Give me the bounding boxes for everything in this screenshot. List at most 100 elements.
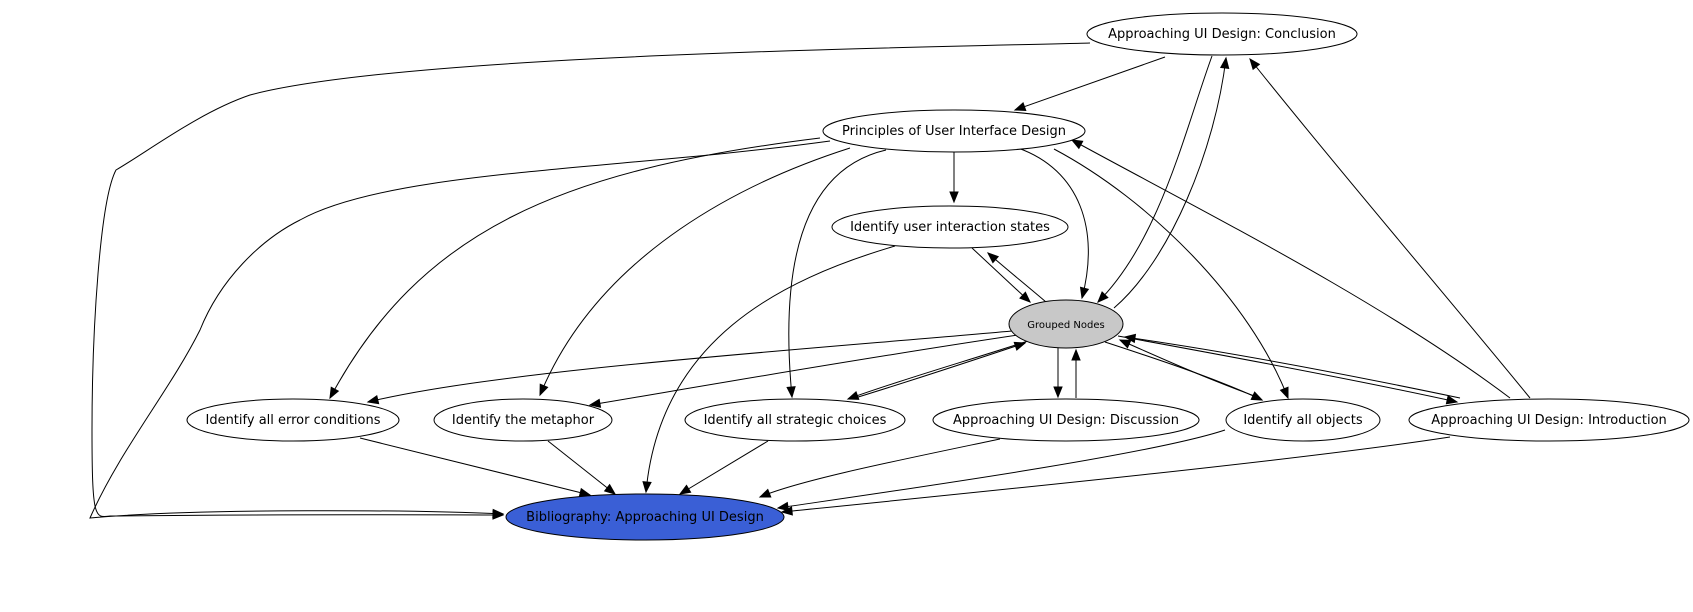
nodes-layer: Approaching UI Design: ConclusionPrincip… xyxy=(186,12,1690,541)
node-label: Identify all objects xyxy=(1243,413,1363,428)
edge-line xyxy=(1014,56,1166,111)
edge-line xyxy=(781,436,1451,513)
node-grouped[interactable]: Grouped Nodes xyxy=(1008,299,1124,349)
node-discussion[interactable]: Approaching UI Design: Discussion xyxy=(932,398,1200,442)
edge-line xyxy=(788,149,887,398)
arrowhead xyxy=(329,386,340,400)
arrowhead xyxy=(492,508,505,519)
arrowhead xyxy=(1250,391,1264,401)
edge-grouped-to-error_conditions xyxy=(366,330,1013,405)
node-ellipse xyxy=(831,205,1069,249)
edge-line xyxy=(1097,55,1213,303)
edge-line xyxy=(359,437,591,496)
edge-objects-to-bibliography xyxy=(776,429,1226,512)
arrowhead xyxy=(1070,139,1084,150)
edge-line xyxy=(1117,335,1458,403)
node-ellipse xyxy=(684,398,906,442)
arrowhead xyxy=(588,398,602,408)
arrowhead xyxy=(1219,56,1230,70)
edge-principles-to-objects xyxy=(1053,148,1289,400)
edge-grouped-to-conclusion xyxy=(1113,56,1230,309)
arrowhead xyxy=(780,506,793,516)
edge-line xyxy=(854,342,1026,399)
arrowhead xyxy=(776,501,790,512)
edge-introduction-to-principles xyxy=(1070,139,1511,399)
arrowhead xyxy=(1071,348,1081,361)
edge-metaphor-to-bibliography xyxy=(547,440,617,495)
node-label: Grouped Nodes xyxy=(1027,320,1104,331)
arrowhead xyxy=(1013,102,1027,111)
edge-introduction-to-conclusion xyxy=(1249,57,1531,399)
node-ellipse xyxy=(1008,299,1124,349)
node-introduction[interactable]: Approaching UI Design: Introduction xyxy=(1408,398,1690,442)
edge-line xyxy=(645,245,896,493)
node-label: Identify user interaction states xyxy=(850,220,1050,235)
node-ellipse xyxy=(186,398,400,442)
arrowhead xyxy=(986,252,1000,264)
node-error-conditions[interactable]: Identify all error conditions xyxy=(186,398,400,442)
edge-line xyxy=(329,137,821,399)
node-principles[interactable]: Principles of User Interface Design xyxy=(822,109,1086,153)
node-objects[interactable]: Identify all objects xyxy=(1225,398,1381,442)
node-label: Bibliography: Approaching UI Design xyxy=(526,510,764,525)
edge-principles-to-interaction_states xyxy=(949,152,959,204)
edge-line xyxy=(1053,148,1289,399)
edge-interaction_states-to-bibliography xyxy=(642,245,896,494)
arrowhead xyxy=(846,390,860,400)
node-label: Approaching UI Design: Conclusion xyxy=(1108,27,1336,42)
edge-line xyxy=(1113,57,1227,309)
edge-line xyxy=(1071,139,1511,399)
arrowhead xyxy=(1079,286,1090,300)
edge-strategic_choices-to-bibliography xyxy=(678,440,769,495)
node-ellipse xyxy=(1408,398,1690,442)
arrowhead xyxy=(642,481,652,494)
node-ellipse xyxy=(822,109,1086,153)
node-metaphor[interactable]: Identify the metaphor xyxy=(433,398,613,442)
edge-principles-to-strategic_choices xyxy=(786,149,887,399)
arrowhead xyxy=(678,484,692,495)
arrowhead xyxy=(1013,341,1027,351)
edge-line xyxy=(1104,341,1263,401)
edge-strategic_choices-to-grouped xyxy=(854,341,1027,399)
edge-line xyxy=(971,247,1031,303)
node-label: Principles of User Interface Design xyxy=(842,124,1066,139)
edge-grouped-to-objects xyxy=(1104,341,1264,401)
edge-introduction-to-bibliography xyxy=(780,436,1451,516)
node-ellipse xyxy=(505,493,785,541)
node-conclusion[interactable]: Approaching UI Design: Conclusion xyxy=(1086,12,1358,56)
edge-interaction_states-to-grouped xyxy=(971,247,1031,303)
arrowhead xyxy=(786,386,796,399)
edge-line xyxy=(589,334,1019,406)
edge-grouped-to-discussion xyxy=(1053,348,1063,399)
arrowhead xyxy=(1123,333,1137,344)
edge-conclusion-to-principles xyxy=(1013,56,1166,111)
edge-line xyxy=(547,440,616,495)
node-strategic-choices[interactable]: Identify all strategic choices xyxy=(684,398,906,442)
edge-principles-to-metaphor xyxy=(539,147,851,397)
node-interaction-states[interactable]: Identify user interaction states xyxy=(831,205,1069,249)
edges-layer xyxy=(89,42,1531,520)
arrowhead xyxy=(1279,386,1289,400)
edge-grouped-to-metaphor xyxy=(588,334,1019,408)
node-ellipse xyxy=(1086,12,1358,56)
edge-line xyxy=(539,147,851,396)
edge-line xyxy=(987,252,1047,303)
edge-line xyxy=(777,429,1226,509)
arrowhead xyxy=(1249,57,1261,71)
node-label: Approaching UI Design: Introduction xyxy=(1431,413,1667,428)
arrowhead xyxy=(1053,386,1063,399)
arrowhead xyxy=(578,487,592,498)
edge-principles-to-error_conditions xyxy=(329,137,821,400)
edge-grouped-to-introduction xyxy=(1117,335,1459,405)
edge-line xyxy=(91,42,1091,518)
edge-conclusion-to-grouped xyxy=(1097,55,1213,303)
node-bibliography[interactable]: Bibliography: Approaching UI Design xyxy=(505,493,785,541)
node-label: Identify all error conditions xyxy=(205,413,380,428)
node-label: Approaching UI Design: Discussion xyxy=(953,413,1179,428)
edge-objects-to-grouped xyxy=(1118,339,1261,399)
arrowhead xyxy=(1118,339,1132,349)
edge-line xyxy=(367,330,1013,403)
arrowhead xyxy=(1019,291,1031,303)
edge-line xyxy=(759,438,1001,498)
